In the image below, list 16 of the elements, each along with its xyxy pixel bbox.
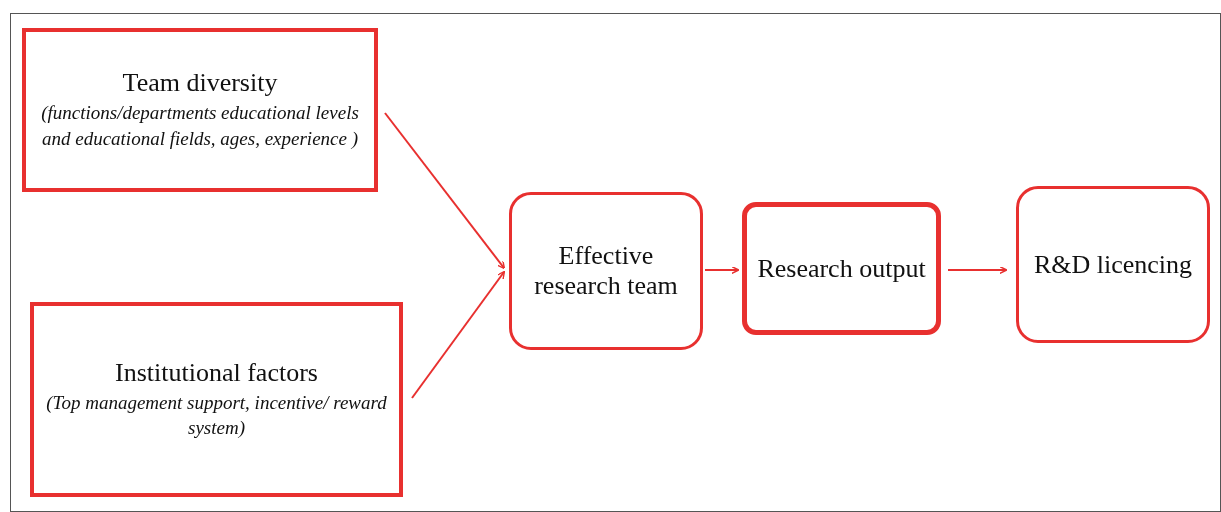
process-box xyxy=(509,192,703,350)
box-heading: Institutional factors xyxy=(115,357,318,388)
arrow xyxy=(704,265,740,275)
box-description: (functions/departments educational levels and educational fields, ages, experience ) xyxy=(40,101,360,151)
box-heading: Research output xyxy=(757,253,926,284)
arrow xyxy=(411,270,506,399)
arrow xyxy=(384,112,506,270)
box-heading: R&D licencing xyxy=(1033,249,1193,280)
process-box xyxy=(1016,186,1210,343)
box-heading: Team diversity xyxy=(122,68,278,99)
factor-box xyxy=(30,302,403,497)
arrow xyxy=(947,265,1008,275)
box-description: (Top management support, incentive/ reward system) xyxy=(45,390,388,441)
box-heading: Effective research team xyxy=(533,241,679,301)
factor-box xyxy=(22,28,378,192)
process-box xyxy=(742,202,941,335)
